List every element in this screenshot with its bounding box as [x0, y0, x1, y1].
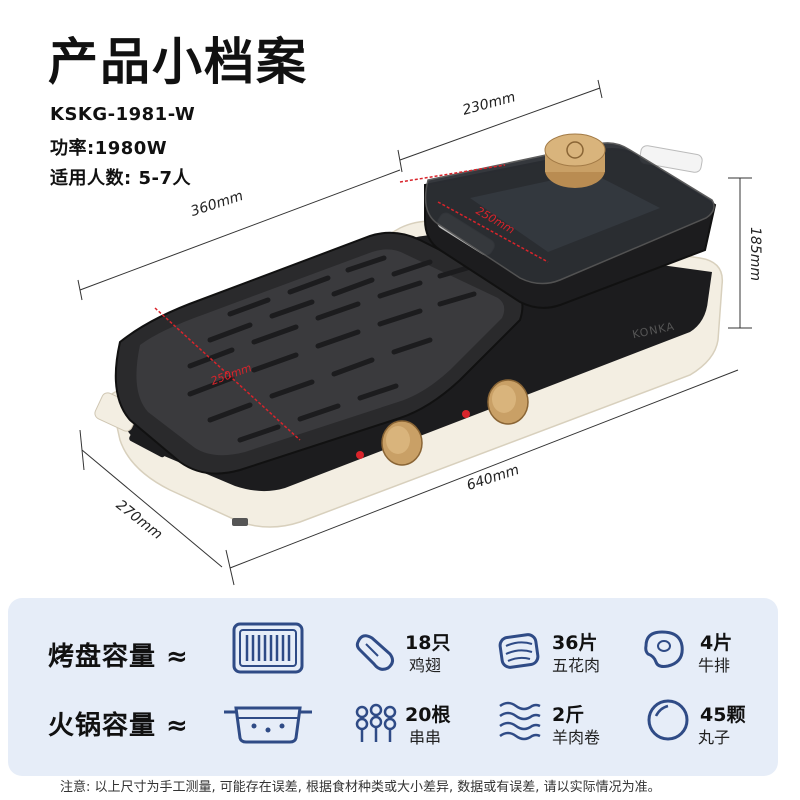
dim-line-total-length	[229, 369, 739, 569]
grill-item-1-name: 鸡翅	[409, 656, 442, 675]
hotpot-item-1-name: 串串	[409, 728, 442, 747]
model-number: KSKG-1981-W	[50, 104, 196, 125]
pork-belly-icon	[498, 633, 540, 669]
hotpot-item-3-qty: 45颗	[700, 704, 746, 726]
power-spec: 功率:1980W	[50, 138, 168, 159]
people-spec: 适用人数: 5-7人	[50, 168, 191, 189]
knob-left-indicator-icon	[356, 451, 364, 459]
mutton-roll-icon	[499, 701, 541, 741]
product-illustration	[77, 79, 752, 586]
grill-capacity-label: 烤盘容量 ≈	[48, 642, 189, 672]
skewers-icon	[355, 703, 397, 742]
hotpot-item-1-qty: 20根	[405, 704, 451, 726]
grill-plate-icon	[232, 622, 304, 674]
steak-icon	[644, 630, 684, 668]
dim-line-depth	[81, 449, 223, 568]
hotpot-item-2-name: 羊肉卷	[552, 728, 601, 747]
dim-line-grill-width	[79, 169, 401, 291]
hotpot-capacity-label: 火锅容量 ≈	[48, 711, 189, 741]
grill-item-2-qty: 36片	[552, 632, 598, 654]
hotpot-item-2-qty: 2斤	[552, 704, 585, 726]
dim-pot-height: 185mm	[747, 227, 763, 281]
grill-item-1-qty: 18只	[405, 632, 451, 654]
disclaimer-note: 注意: 以上尺寸为手工测量, 可能存在误差, 根据食材种类或大小差异, 数据或有…	[60, 780, 661, 795]
knob-right-indicator-icon	[462, 410, 470, 418]
grill-item-2-name: 五花肉	[552, 656, 601, 675]
capacity-panel	[8, 598, 778, 776]
meatball-icon	[647, 699, 689, 741]
page-title: 产品小档案	[48, 33, 308, 91]
hotpot-item-3-name: 丸子	[698, 728, 731, 747]
grill-item-3-name: 牛排	[698, 656, 731, 675]
dim-line-pot-width	[399, 87, 601, 161]
grill-item-3-qty: 4片	[700, 632, 733, 654]
pot-handle-right	[639, 145, 703, 173]
hot-pot-icon	[224, 706, 312, 744]
chicken-wing-icon	[355, 634, 395, 671]
